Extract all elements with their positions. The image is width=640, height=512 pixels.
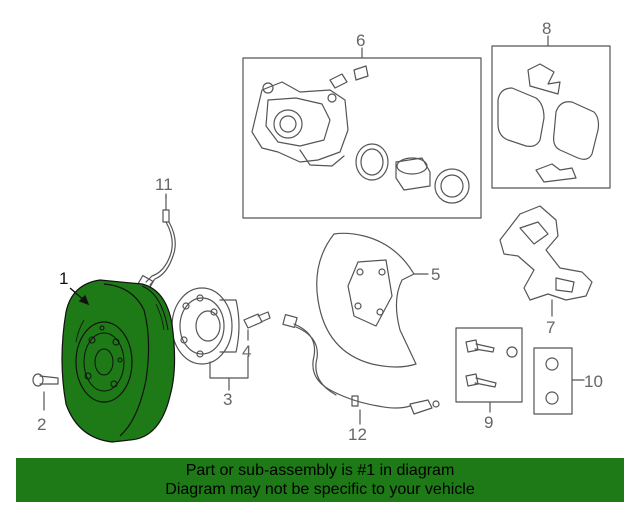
banner-line-2: Diagram may not be specific to your vehi… bbox=[165, 481, 475, 498]
brake-rotor[interactable] bbox=[61, 279, 176, 443]
callout-11[interactable]: 11 bbox=[155, 175, 173, 194]
callout-7[interactable]: 7 bbox=[546, 318, 555, 337]
part-info-banner: Part or sub-assembly is #1 in diagram Di… bbox=[16, 458, 624, 502]
callout-8[interactable]: 8 bbox=[542, 19, 551, 38]
wheel-stud bbox=[243, 311, 271, 329]
bolts-box bbox=[455, 327, 523, 403]
brake-hose bbox=[137, 195, 176, 290]
wheel-speed-sensor bbox=[282, 314, 440, 415]
brake-pads-box bbox=[491, 45, 611, 189]
callout-1[interactable]: 1 bbox=[59, 269, 68, 288]
callout-5[interactable]: 5 bbox=[431, 265, 440, 284]
callout-2[interactable]: 2 bbox=[37, 415, 46, 434]
callout-6[interactable]: 6 bbox=[356, 31, 365, 50]
caliper-bracket bbox=[499, 205, 593, 301]
callout-12[interactable]: 12 bbox=[348, 425, 367, 444]
bushings-box bbox=[533, 347, 573, 415]
callout-4[interactable]: 4 bbox=[242, 342, 251, 361]
rotor-screw bbox=[32, 373, 59, 387]
callout-10[interactable]: 10 bbox=[584, 372, 603, 391]
rotor-callout-arrow bbox=[69, 287, 90, 306]
banner-line-1: Part or sub-assembly is #1 in diagram bbox=[185, 462, 455, 479]
hub-bearing bbox=[171, 287, 240, 365]
caliper-assembly-box bbox=[242, 57, 482, 219]
callout-3[interactable]: 3 bbox=[223, 390, 232, 409]
callout-9[interactable]: 9 bbox=[484, 413, 493, 432]
dust-shield bbox=[316, 232, 417, 368]
leader-lines bbox=[43, 35, 585, 425]
